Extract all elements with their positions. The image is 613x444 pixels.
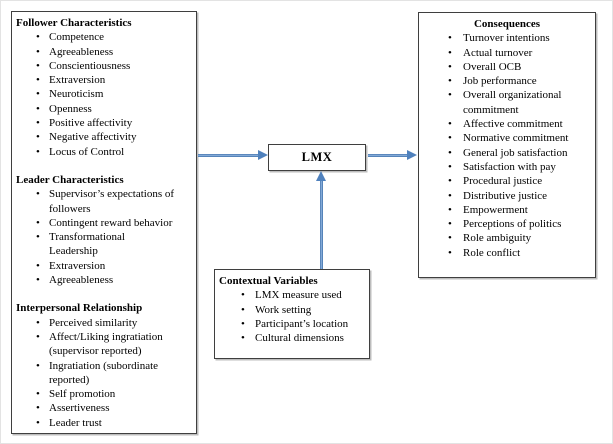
consequences-title: Consequences: [473, 18, 540, 30]
list-item: Locus of Control: [36, 145, 190, 160]
section-title: Follower Characteristics: [16, 17, 132, 29]
list-item: Supervisor’s expectations of followers: [36, 187, 190, 216]
list-item: Assertiveness: [36, 401, 190, 416]
interpersonal-relationship-list: Perceived similarityAffect/Liking ingrat…: [16, 316, 192, 431]
list-item: Agreeableness: [36, 45, 190, 60]
arrow-head-up-icon: [316, 171, 326, 181]
list-item: Self promotion: [36, 387, 190, 402]
list-item: Perceptions of politics: [448, 217, 591, 232]
list-item: Contingent reward behavior: [36, 216, 190, 231]
list-item: Agreeableness: [36, 273, 190, 288]
section-leader-characteristics: Leader Characteristics Supervisor’s expe…: [16, 173, 192, 288]
list-item: Distributive justice: [448, 189, 591, 204]
section-title: Interpersonal Relationship: [16, 302, 143, 315]
list-item: Procedural justice: [448, 174, 591, 189]
list-item: Actual turnover: [448, 46, 591, 61]
list-item: General job satisfaction: [448, 146, 591, 161]
arrow-shaft: [368, 154, 408, 157]
list-item: Job performance: [448, 74, 591, 89]
list-item: Extraversion: [36, 259, 190, 274]
list-item: Negative affectivity: [36, 130, 190, 145]
list-item: Conscientiousness: [36, 59, 190, 74]
list-item: Overall OCB: [448, 60, 591, 75]
list-item: Satisfaction with pay: [448, 160, 591, 175]
list-item: Affective commitment: [448, 117, 591, 132]
list-item: Work setting: [241, 303, 365, 318]
list-item: Normative commitment: [448, 131, 591, 146]
list-item: Turnover intentions: [448, 31, 591, 46]
list-item: LMX measure used: [241, 288, 365, 303]
list-item: Role conflict: [448, 246, 591, 261]
list-item: Perceived similarity: [36, 316, 190, 331]
list-item: Ingratiation (subordinate reported): [36, 359, 190, 388]
list-item: Openness: [36, 102, 190, 117]
list-item: Role ambiguity: [448, 231, 591, 246]
list-item: Affect/Liking ingratiation (supervisor r…: [36, 330, 190, 359]
consequences-list: Turnover intentionsActual turnoverOveral…: [423, 31, 591, 260]
consequences-box: Consequences Turnover intentionsActual t…: [418, 12, 596, 278]
section-title: Leader Characteristics: [16, 173, 124, 186]
list-item: Cultural dimensions: [241, 331, 365, 346]
list-item: Leader trust: [36, 416, 190, 431]
list-item: Overall organizational commitment: [448, 88, 591, 117]
arrow-head-right-icon: [407, 150, 417, 160]
contextual-variables-title: Contextual Variables: [219, 275, 318, 287]
leader-characteristics-list: Supervisor’s expectations of followersCo…: [16, 187, 192, 287]
list-item: Neuroticism: [36, 87, 190, 102]
contextual-variables-list: LMX measure usedWork settingParticipant’…: [219, 288, 365, 345]
lmx-label: LMX: [301, 150, 333, 165]
contextual-variables-box: Contextual Variables LMX measure usedWor…: [214, 269, 370, 359]
antecedents-box: Follower Characteristics CompetenceAgree…: [11, 11, 197, 434]
list-item: Transformational Leadership: [36, 230, 190, 259]
list-item: Extraversion: [36, 73, 190, 88]
section-follower-characteristics: Follower Characteristics CompetenceAgree…: [16, 16, 192, 159]
section-interpersonal-relationship: Interpersonal Relationship Perceived sim…: [16, 301, 192, 430]
list-item: Competence: [36, 30, 190, 45]
list-item: Participant’s location: [241, 317, 365, 332]
arrow-shaft: [198, 154, 259, 157]
arrow-shaft: [320, 180, 323, 269]
arrow-head-right-icon: [258, 150, 268, 160]
lmx-box: LMX: [268, 144, 366, 171]
follower-characteristics-list: CompetenceAgreeablenessConscientiousness…: [16, 30, 192, 159]
list-item: Positive affectivity: [36, 116, 190, 131]
list-item: Empowerment: [448, 203, 591, 218]
